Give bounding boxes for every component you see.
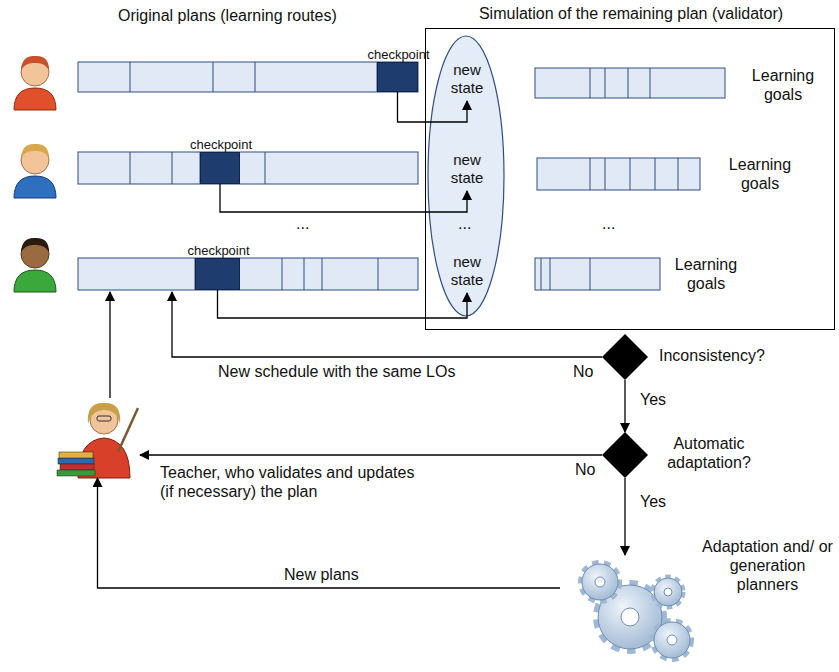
learner-icon (14, 144, 56, 198)
node-label: Adaptation and/ or generation planners (700, 537, 835, 595)
node-label: Simulation of the remaining plan (valida… (426, 4, 836, 23)
plan-bar (78, 62, 418, 290)
connector-arrow (140, 454, 602, 455)
node-label: Automatic adaptation? (659, 434, 759, 472)
state-text: new state (445, 253, 489, 289)
checkpoint-box: checkpoint (377, 62, 418, 92)
state-ellipse (428, 36, 504, 316)
checkpoint-box: checkpoint (195, 258, 240, 290)
text-label: New schedule with the same LOs (218, 362, 455, 381)
diamond-shape (602, 334, 648, 380)
connector-arrow (624, 380, 625, 432)
state-node: new state (443, 149, 491, 189)
diamond-shape (602, 432, 648, 478)
node-label: Inconsistency? (659, 346, 779, 365)
feedback-arrow (172, 292, 602, 357)
teacher-icon (57, 403, 138, 478)
state-text: new state (445, 151, 489, 187)
feedback-arrow (109, 292, 110, 398)
state-text: new state (445, 61, 489, 97)
actor-node: Teacher, who validates and updates (if n… (55, 398, 140, 478)
text-label: Original plans (learning routes) (118, 6, 337, 25)
diamond-outline (602, 334, 648, 380)
decision-diamond: Inconsistency? (602, 334, 648, 380)
actor-node: Adaptation and/ or generation planners (560, 555, 705, 667)
learner-icon (14, 238, 56, 292)
node-label: Teacher, who validates and updates (if n… (160, 463, 415, 501)
connector-arrow (398, 92, 468, 122)
text-label: ... (458, 214, 471, 233)
connector-arrow (220, 184, 467, 212)
text-label: ... (296, 214, 309, 233)
node-label: checkpoint (181, 137, 261, 153)
text-label: Learning goals (720, 155, 800, 193)
connector-arrow (624, 478, 625, 555)
gears-icon (582, 564, 690, 658)
learner-icon (14, 56, 56, 110)
text-label: Learning goals (743, 66, 823, 104)
text-label: ... (602, 214, 615, 233)
connector-arrow (218, 290, 468, 318)
node-label: checkpoint (358, 47, 439, 63)
text-label: Learning goals (666, 255, 746, 293)
text-label: No (573, 362, 593, 381)
state-node: new state (443, 59, 491, 99)
diamond-outline (602, 432, 648, 478)
decision-diamond: Automatic adaptation? (602, 432, 648, 478)
edge-label: New plans (282, 565, 361, 584)
checkpoint-box: checkpoint (200, 152, 240, 184)
edge-label: No (573, 460, 597, 479)
edge-label: Yes (638, 390, 668, 409)
edge-label: Yes (638, 492, 668, 511)
node-label: checkpoint (178, 243, 259, 259)
state-node: new state (443, 251, 491, 291)
